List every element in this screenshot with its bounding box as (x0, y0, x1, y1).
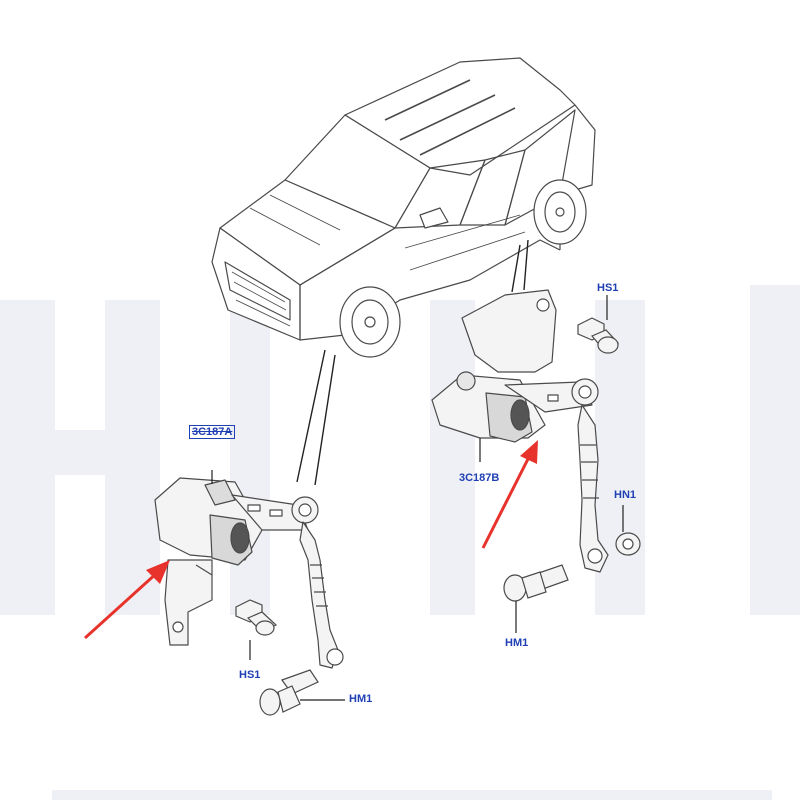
rear-nut-hn1 (615, 505, 641, 556)
leader-lines (296, 239, 529, 486)
front-arrowhead (146, 560, 170, 584)
front-pin-hm1 (259, 669, 345, 716)
front-height-sensor (154, 470, 344, 669)
callout-3c187b: 3C187B (459, 472, 500, 484)
callout-hn1: HN1 (614, 489, 637, 501)
front-pointer-arrow (83, 570, 160, 640)
rear-bolt-hs1 (577, 295, 619, 354)
callout-hm1-rear: HM1 (505, 637, 529, 649)
callout-3c187a: 3C187A (189, 425, 236, 439)
callout-hs1-rear: HS1 (597, 282, 619, 294)
rear-pointer-arrow (481, 454, 532, 549)
front-bolt-hs1 (235, 599, 278, 660)
rear-pin-hm1 (503, 564, 569, 633)
callout-hm1-front: HM1 (349, 693, 373, 705)
callout-hs1-front: HS1 (239, 669, 261, 681)
vehicle-outline (211, 57, 596, 358)
rear-arrowhead (520, 440, 538, 464)
rear-height-sensor (431, 289, 609, 573)
pointer-arrows (83, 440, 538, 640)
watermark (0, 285, 800, 800)
